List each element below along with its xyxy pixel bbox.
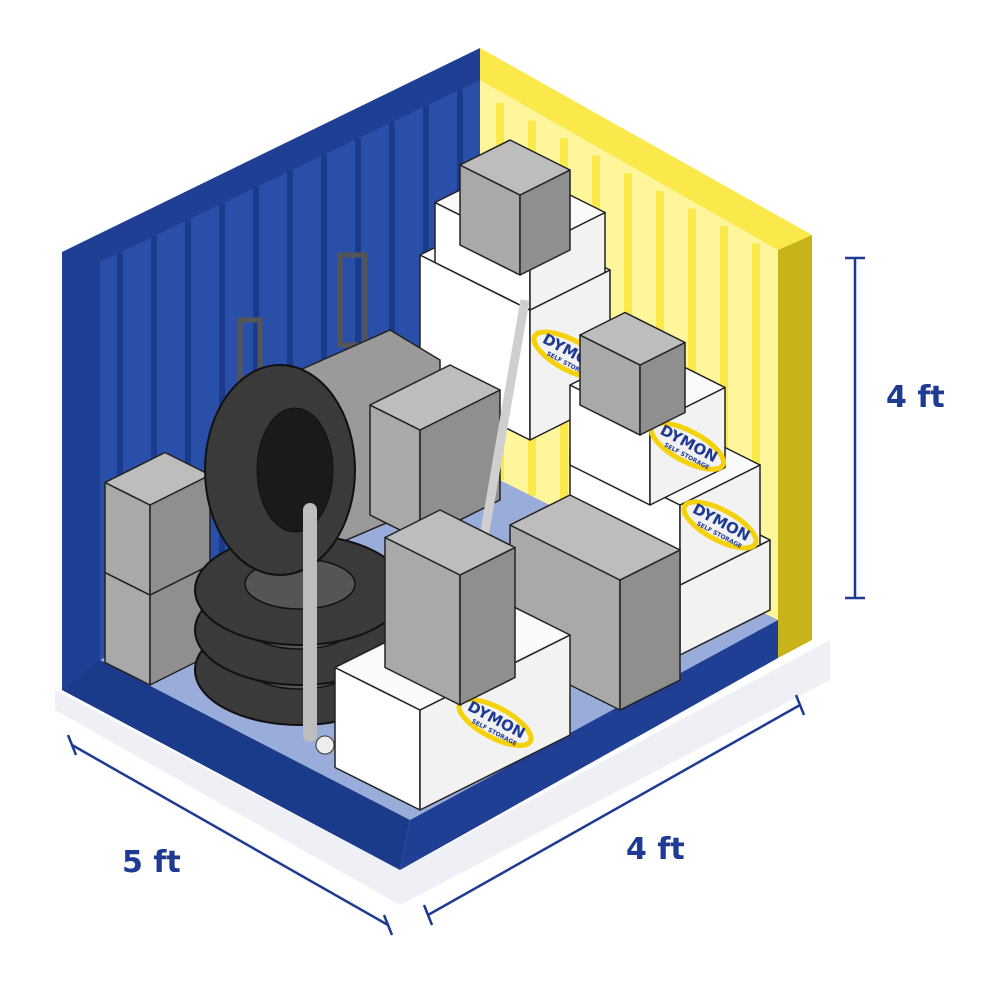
suitcase-handle [337,252,368,348]
box-grey-left-upper [104,451,211,596]
depth-dimension-line [427,703,801,917]
baseball [315,735,335,755]
base-front-right [400,620,778,870]
box-grey-middle [369,364,501,541]
box-grey-top [459,139,571,276]
logo-swoosh [681,499,759,551]
base-front-left [62,660,410,870]
tire-hole [256,407,334,533]
width-dimension-line [71,743,389,927]
box-grey-front [384,509,516,706]
depth-label: 4 ft [626,832,685,867]
box-grey-right-top [579,311,686,436]
width-label: 5 ft [122,845,181,880]
shovel [475,299,530,561]
base-shadow [55,640,830,905]
height-label: 4 ft [886,380,945,415]
dimension-lines [66,256,865,936]
right-wall-top-edge [480,48,812,250]
right-wall-edge [778,235,812,658]
